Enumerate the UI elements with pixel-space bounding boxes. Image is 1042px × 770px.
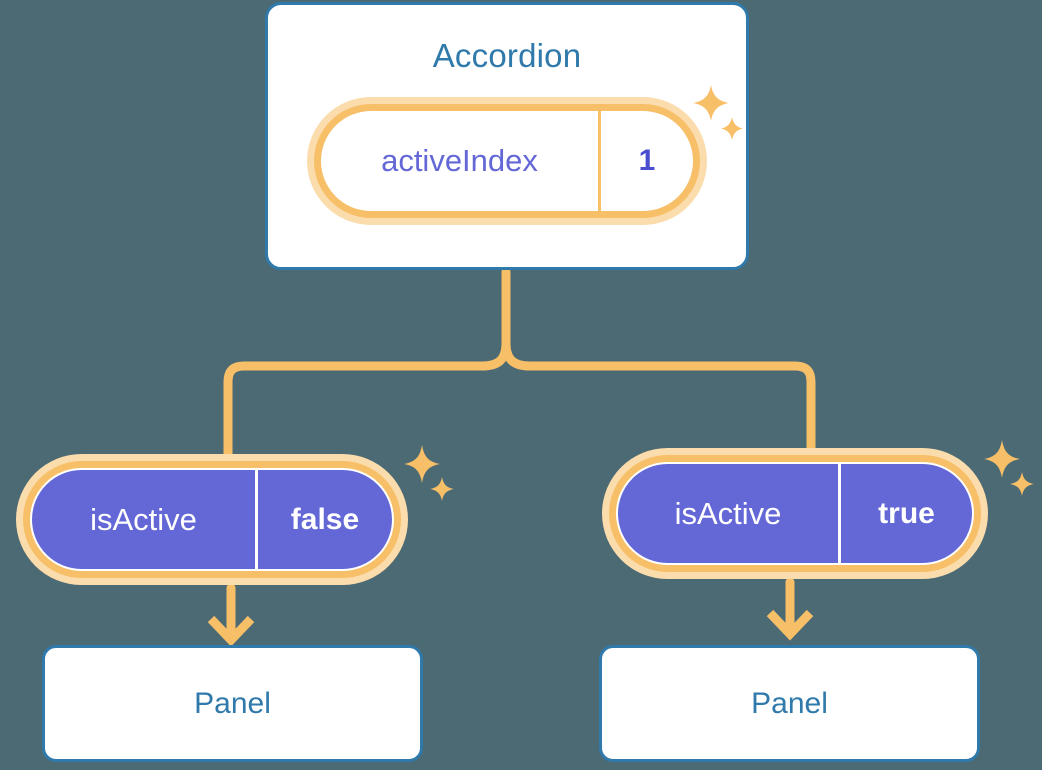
state-pill-activeindex[interactable]: activeIndex 1 xyxy=(307,97,707,225)
state-value-label: false xyxy=(255,470,392,569)
state-key-label: activeIndex xyxy=(381,143,538,178)
panel-component-card-right[interactable]: Panel xyxy=(599,645,980,762)
state-pill-isactive-false[interactable]: isActive false xyxy=(16,454,408,585)
state-value-label: 1 xyxy=(598,111,693,211)
state-key-label: isActive xyxy=(674,495,782,531)
state-value-label: true xyxy=(838,464,972,563)
panel-component-card-left[interactable]: Panel xyxy=(42,645,423,762)
sparkle-icon xyxy=(984,440,1034,496)
branch-connector-icon xyxy=(223,267,816,460)
state-pill-body: isActive false xyxy=(30,468,394,571)
panel-title: Panel xyxy=(751,686,828,720)
arrow-down-head-icon xyxy=(766,609,814,641)
state-pill-body: activeIndex 1 xyxy=(321,111,693,211)
arrow-down-head-icon xyxy=(207,615,255,647)
page-title: Accordion xyxy=(432,37,582,74)
sparkle-icon xyxy=(404,445,454,501)
panel-title: Panel xyxy=(194,686,271,720)
state-pill-body: isActive true xyxy=(616,462,974,565)
state-pill-isactive-true[interactable]: isActive true xyxy=(602,448,988,579)
sparkle-icon xyxy=(693,85,743,140)
state-key-label: isActive xyxy=(90,501,197,537)
